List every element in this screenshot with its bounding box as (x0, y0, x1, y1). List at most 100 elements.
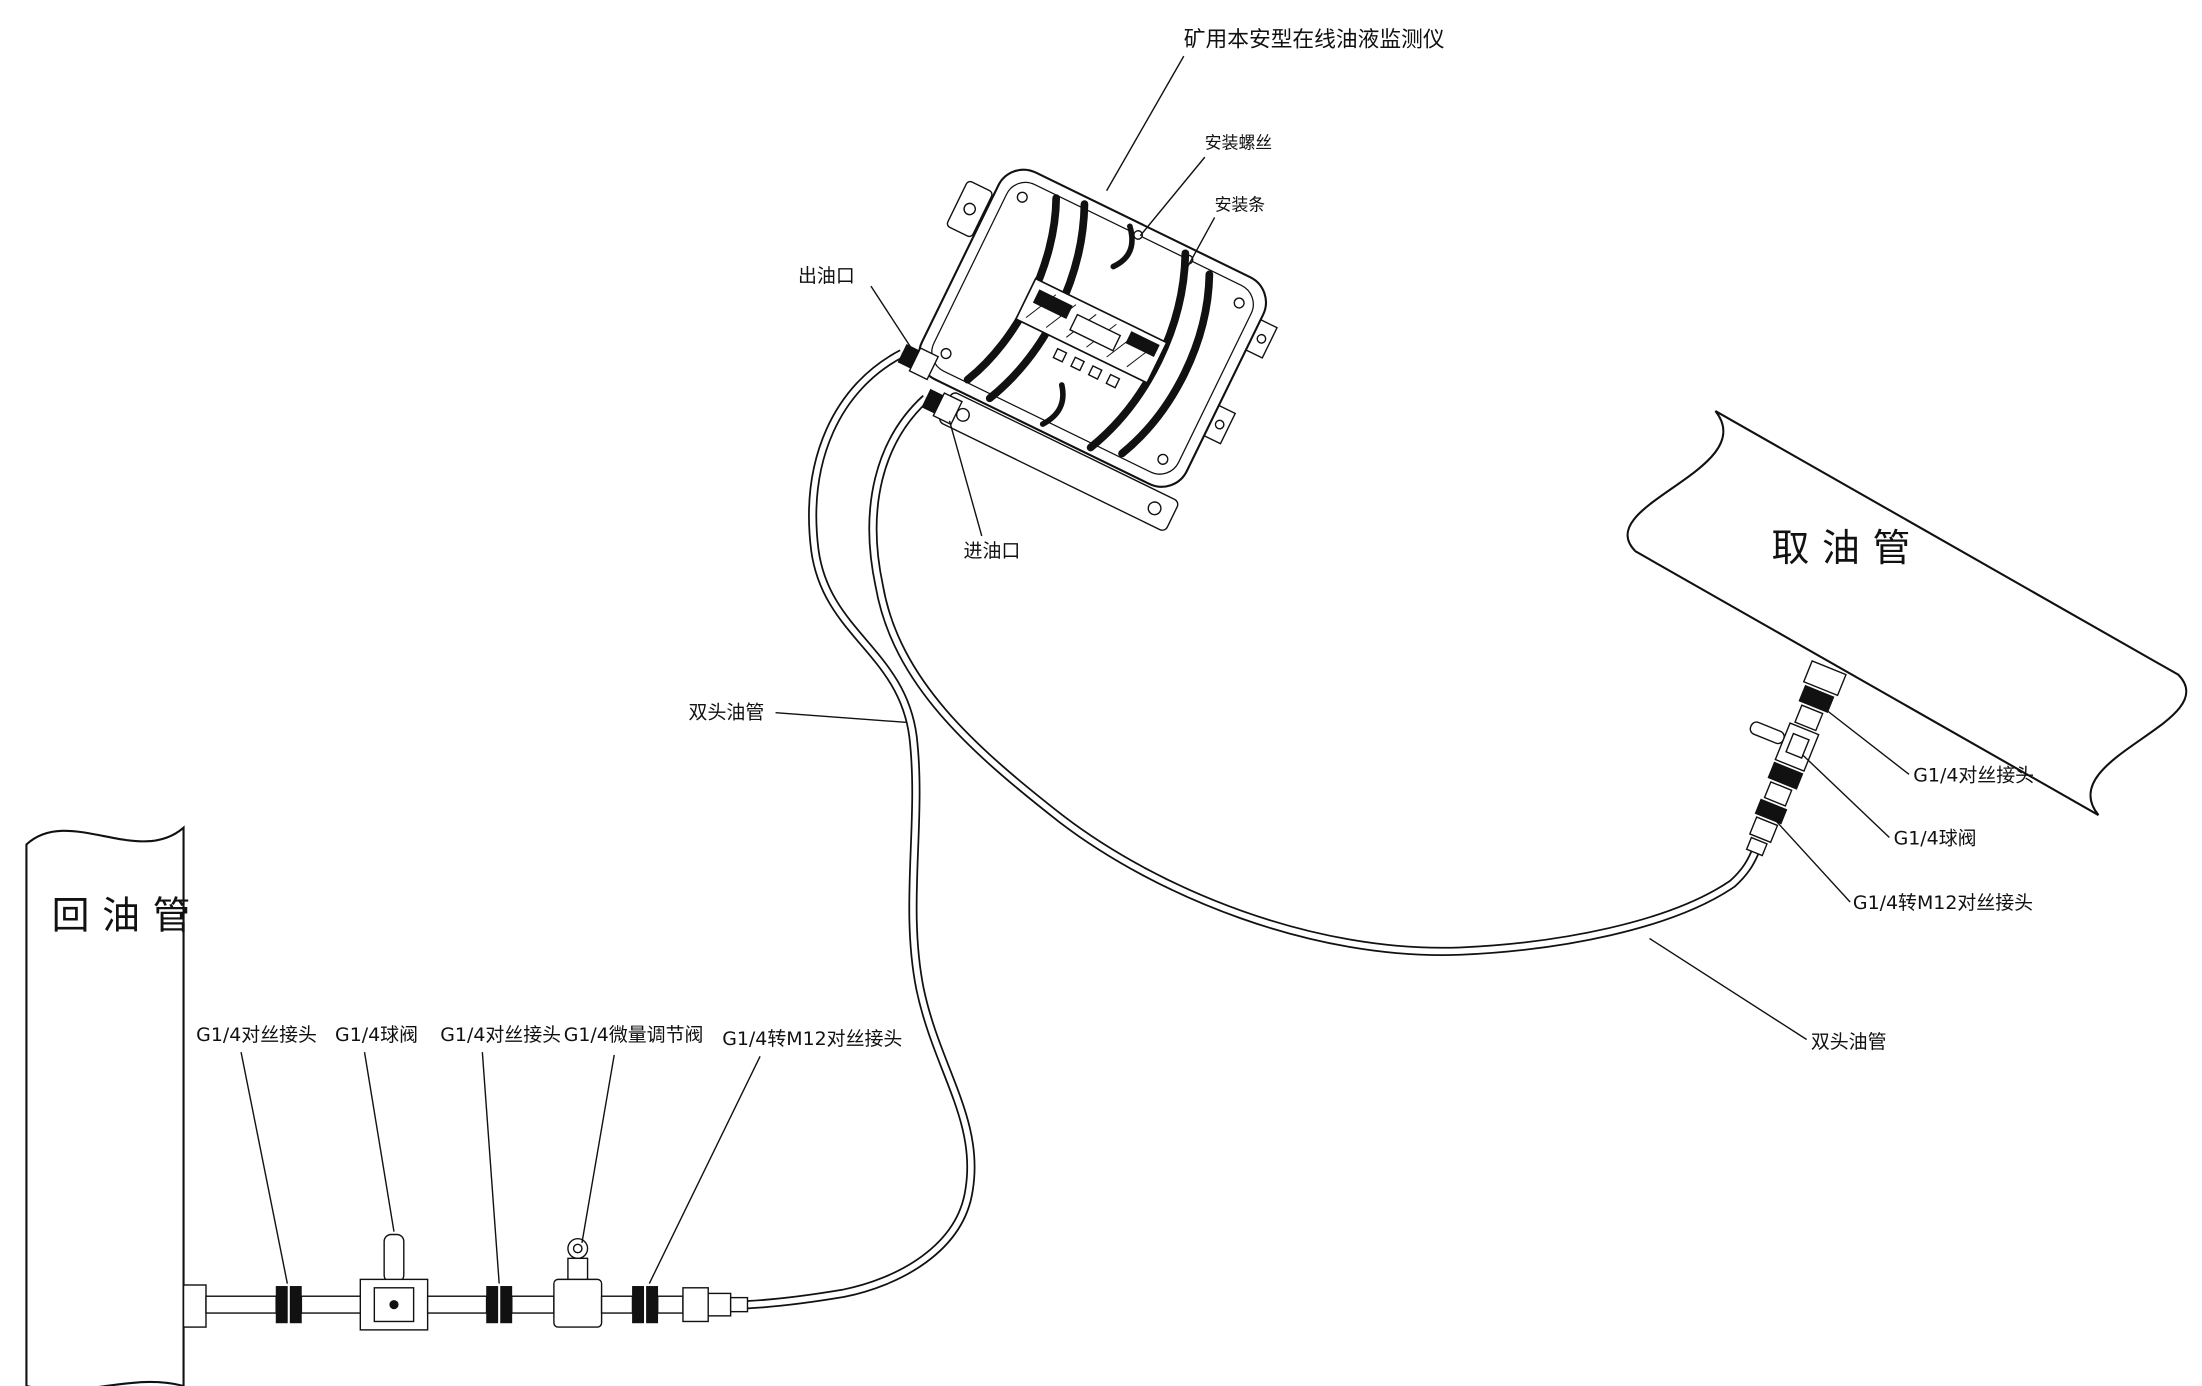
port-nut (921, 388, 944, 414)
hex-nut (275, 1286, 288, 1324)
leader-tube-right (1649, 937, 1808, 1041)
hex-nut (500, 1286, 513, 1324)
return-pipe (25, 825, 207, 1386)
leader-mounting-bar (1181, 217, 1216, 277)
screw-icon (1157, 453, 1169, 465)
device-stripe (1118, 270, 1214, 458)
leader-right-adapter (1775, 820, 1851, 903)
leader-oil-inlet (948, 420, 983, 537)
nameplate-block (1125, 331, 1160, 357)
ball-valve-handle (1749, 721, 1785, 745)
nipple (657, 1295, 684, 1314)
tube-left-inner (747, 351, 974, 1308)
right-connector-label: G1/4对丝接头 (1913, 764, 2034, 786)
nameplate-block (1032, 289, 1073, 319)
hex-nut (1754, 798, 1788, 825)
leader-bottom-micro-valve (581, 1054, 615, 1244)
hex-nut (632, 1286, 645, 1324)
ball-valve-core (1785, 732, 1810, 759)
connector-body (1794, 704, 1824, 732)
tube-left-label: 双头油管 (689, 701, 765, 723)
return-pipe-port (182, 1284, 207, 1328)
pipe-port (1802, 660, 1847, 697)
tube-right (868, 395, 1759, 957)
indicator-square (1087, 364, 1103, 380)
hex-nut (1798, 684, 1835, 714)
nipple (205, 1295, 277, 1314)
leader-bottom-connector2 (481, 1052, 500, 1284)
leader-mounting-screw (1139, 156, 1206, 237)
oil-inlet-label: 进油口 (964, 540, 1021, 562)
connector-body (1763, 780, 1793, 807)
right-adapter-label: G1/4转M12对丝接头 (1853, 892, 2033, 914)
tube-left-outer (747, 349, 976, 1310)
adapter-body (1748, 816, 1779, 844)
leader-tube-left (775, 711, 908, 724)
mounting-screw-icon (1214, 419, 1225, 430)
nipple (600, 1295, 634, 1314)
bottom-connector1-label: G1/4对丝接头 (196, 1024, 317, 1046)
bottom-fitting-chain (205, 1233, 749, 1331)
micro-valve-knob-center (572, 1243, 583, 1254)
port-nut (897, 344, 920, 369)
hex-nut (1767, 761, 1804, 790)
return-pipe-label: 回油管 (52, 894, 203, 938)
indicator-square (1052, 347, 1068, 363)
screw-icon (1016, 191, 1028, 203)
oil-outlet-label: 出油口 (798, 265, 855, 287)
bottom-ball-valve-label: G1/4球阀 (335, 1024, 418, 1046)
hex-nut (646, 1286, 659, 1324)
mounting-bar-label: 安装条 (1215, 194, 1266, 214)
adapter-body (682, 1287, 709, 1323)
adapter-tip (729, 1296, 749, 1313)
nipple (426, 1295, 488, 1314)
intake-pipe-label: 取油管 (1772, 526, 1923, 570)
intake-pipe (1626, 410, 2188, 816)
leader-right-ball-valve (1801, 754, 1890, 839)
tube-right-label: 双头油管 (1811, 1031, 1887, 1053)
micro-valve-body (553, 1278, 603, 1328)
bottom-adapter-label: G1/4转M12对丝接头 (722, 1028, 902, 1050)
tube-right-outer (868, 395, 1759, 957)
device-title-label: 矿用本安型在线油液监测仪 (1184, 27, 1445, 52)
leader-bottom-ball-valve (363, 1052, 395, 1232)
nipple (300, 1295, 364, 1314)
leader-bottom-connector1 (240, 1051, 289, 1284)
bracket-hole-icon (1147, 501, 1162, 516)
ball-valve-handle (383, 1233, 405, 1283)
device-stripe (1039, 382, 1066, 427)
return-pipe-body (25, 825, 185, 1386)
valve-pivot (389, 1300, 399, 1310)
mounting-screw-label: 安装螺丝 (1205, 133, 1272, 153)
device-stripe (1110, 223, 1135, 270)
indicator-square (1105, 373, 1121, 389)
leader-right-connector (1820, 705, 1910, 775)
bottom-connector2-label: G1/4对丝接头 (440, 1024, 561, 1046)
micro-valve-stem (567, 1257, 589, 1283)
leader-oil-outlet (870, 285, 914, 352)
hex-nut (289, 1286, 302, 1324)
right-fitting-chain (1745, 660, 1847, 857)
oil-outlet-port (897, 344, 940, 381)
tube-right-inner (870, 396, 1758, 955)
hex-nut (486, 1286, 499, 1324)
monitor-device (918, 168, 1278, 531)
bottom-micro-valve-label: G1/4微量调节阀 (564, 1024, 704, 1046)
right-ball-valve-label: G1/4球阀 (1894, 828, 1977, 850)
leader-bottom-adapter (648, 1056, 761, 1284)
oil-inlet-port (921, 388, 963, 426)
intake-pipe-body (1626, 410, 2188, 816)
nipple (511, 1295, 555, 1314)
screw-icon (1133, 230, 1144, 240)
mounting-screw-icon (1256, 333, 1267, 344)
leader-device-title (1106, 55, 1185, 192)
tube-left (747, 349, 976, 1310)
screw-icon (940, 347, 952, 360)
adapter-tip (1745, 836, 1768, 857)
adapter-mid (707, 1292, 732, 1317)
screw-icon (1233, 297, 1245, 309)
device-nameplate (1014, 277, 1168, 385)
bracket-hole-icon (963, 202, 977, 216)
